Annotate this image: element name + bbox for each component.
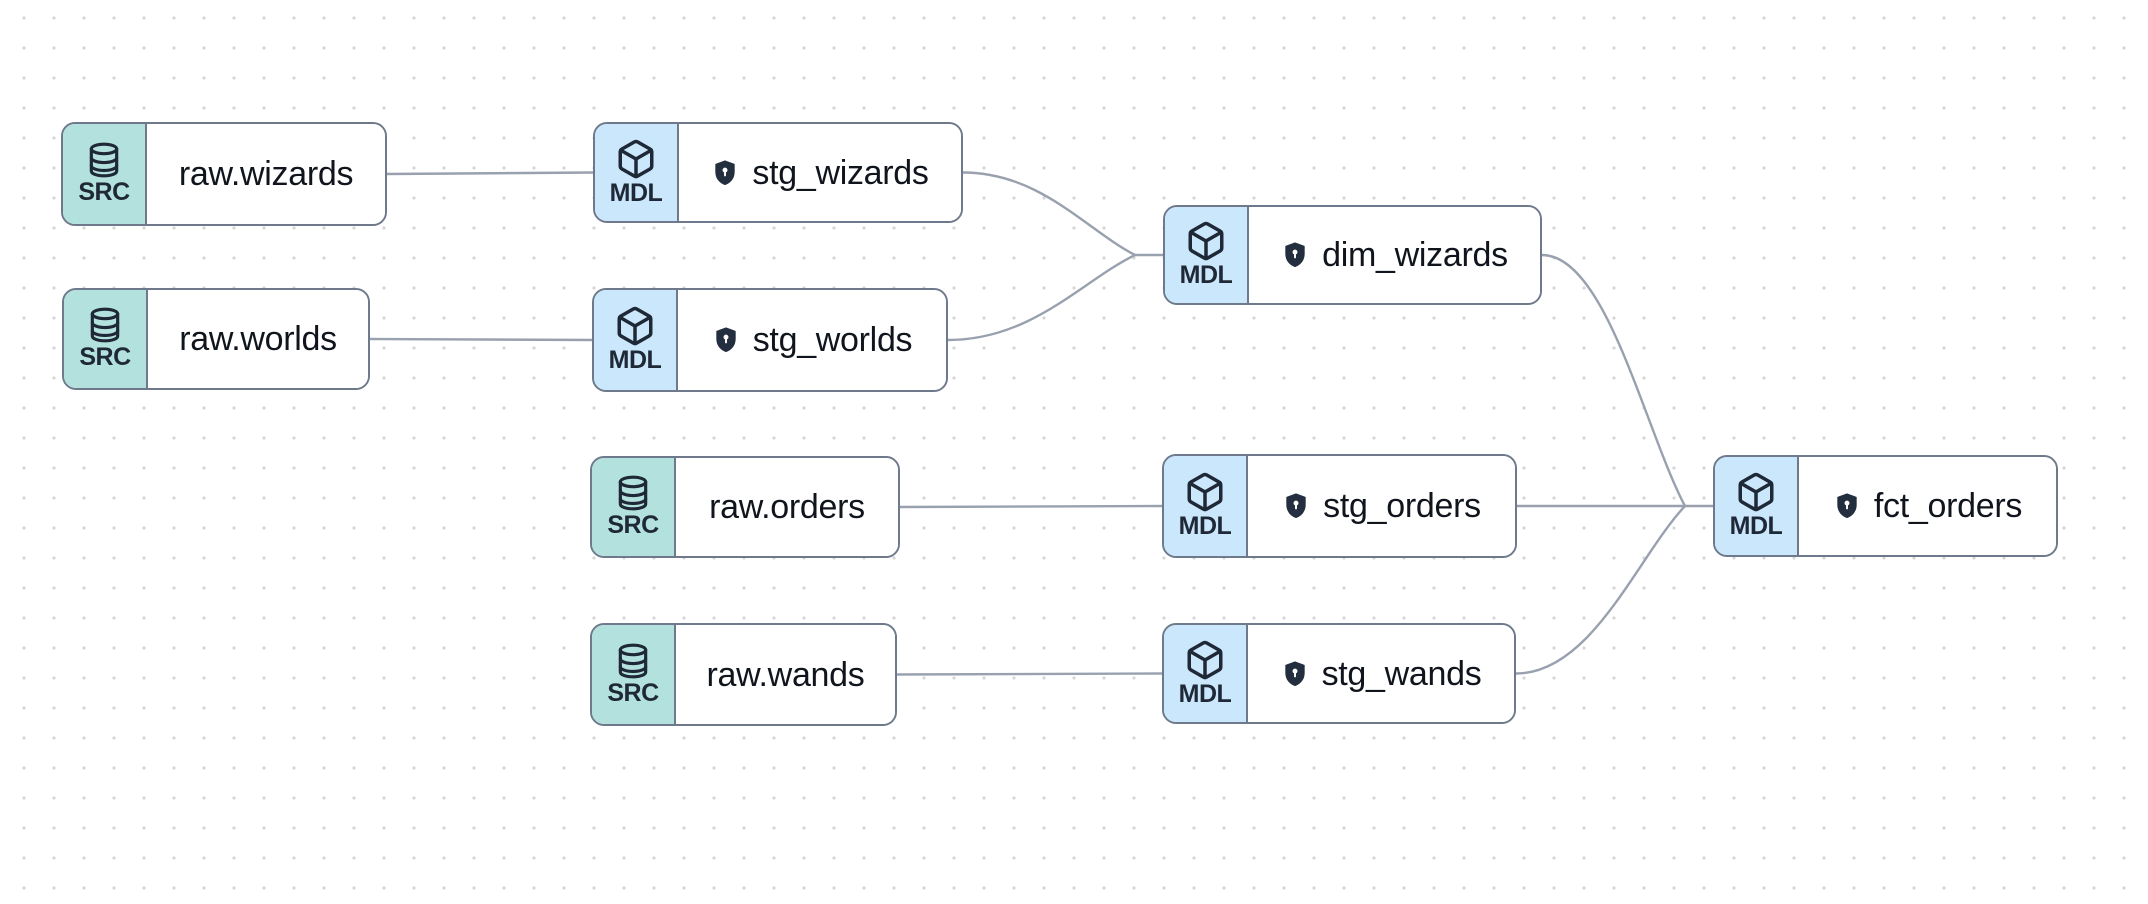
node-body: dim_wizards <box>1249 207 1540 303</box>
lineage-node-fct_orders[interactable]: MDL fct_orders <box>1713 455 2058 557</box>
shield-lock-icon <box>1282 492 1310 520</box>
node-name-label: raw.worlds <box>179 320 337 358</box>
shield-lock-icon <box>711 159 739 187</box>
node-body: stg_wizards <box>679 124 961 221</box>
lineage-node-stg_wizards[interactable]: MDL stg_wizards <box>593 122 963 223</box>
lineage-node-dim_wizards[interactable]: MDL dim_wizards <box>1163 205 1542 305</box>
database-icon <box>614 474 652 512</box>
node-name-label: stg_orders <box>1323 487 1481 525</box>
node-body: stg_wands <box>1248 625 1514 722</box>
node-body: raw.orders <box>676 458 898 556</box>
cube-icon <box>1185 220 1227 262</box>
node-name-label: stg_wizards <box>752 153 929 192</box>
lineage-edge <box>946 253 1137 342</box>
lineage-edge <box>368 337 595 342</box>
node-type-badge: MDL <box>594 290 678 390</box>
node-type-label: MDL <box>1178 512 1232 540</box>
node-type-label: SRC <box>79 343 131 371</box>
lineage-edge <box>1514 504 1687 675</box>
cube-icon <box>1184 639 1226 681</box>
node-body: fct_orders <box>1799 457 2056 555</box>
node-name-label: raw.wands <box>706 655 865 694</box>
node-type-badge: MDL <box>1165 207 1249 303</box>
shield-lock-icon <box>1281 241 1309 269</box>
lineage-node-raw_worlds[interactable]: SRC raw.worlds <box>62 288 370 390</box>
lineage-node-raw_wizards[interactable]: SRC raw.wizards <box>61 122 387 226</box>
cube-icon <box>1184 471 1226 513</box>
cube-icon <box>615 138 657 180</box>
node-type-label: MDL <box>1729 512 1783 540</box>
lineage-edge <box>898 504 1165 509</box>
node-type-badge: SRC <box>592 625 676 724</box>
node-type-label: MDL <box>608 346 662 374</box>
node-body: stg_orders <box>1248 456 1515 556</box>
lineage-node-stg_worlds[interactable]: MDL stg_worlds <box>592 288 948 392</box>
node-type-badge: SRC <box>592 458 676 556</box>
node-body: raw.worlds <box>148 290 368 388</box>
node-type-badge: MDL <box>595 124 679 221</box>
node-type-label: MDL <box>1178 679 1232 708</box>
node-name-label: fct_orders <box>1873 487 2023 525</box>
cube-icon <box>614 305 656 347</box>
node-name-label: raw.orders <box>709 488 865 526</box>
node-name-label: stg_wands <box>1321 654 1482 693</box>
shield-lock-icon <box>1281 660 1309 688</box>
database-icon <box>614 642 652 680</box>
node-name-label: stg_worlds <box>752 321 913 359</box>
shield-lock-icon <box>712 326 740 354</box>
lineage-edge <box>895 672 1165 676</box>
lineage-node-stg_wands[interactable]: MDL stg_wands <box>1162 623 1516 724</box>
node-type-label: SRC <box>78 178 130 206</box>
cube-icon <box>1735 471 1777 513</box>
lineage-edge <box>385 171 596 176</box>
database-icon <box>85 141 123 179</box>
lineage-edge <box>1540 253 1687 508</box>
node-type-label: SRC <box>607 511 659 539</box>
node-type-label: MDL <box>1179 261 1233 289</box>
lineage-edge <box>961 171 1137 257</box>
node-type-badge: MDL <box>1164 456 1248 556</box>
node-type-label: SRC <box>607 678 659 707</box>
node-name-label: dim_wizards <box>1322 236 1508 274</box>
node-body: stg_worlds <box>678 290 946 390</box>
shield-lock-icon <box>1833 492 1861 520</box>
node-body: raw.wands <box>676 625 895 724</box>
lineage-node-raw_wands[interactable]: SRC raw.wands <box>590 623 897 726</box>
lineage-node-raw_orders[interactable]: SRC raw.orders <box>590 456 900 558</box>
node-body: raw.wizards <box>147 124 385 224</box>
node-type-badge: SRC <box>64 290 148 388</box>
node-type-badge: SRC <box>63 124 147 224</box>
database-icon <box>86 306 124 344</box>
node-name-label: raw.wizards <box>178 155 354 193</box>
node-type-badge: MDL <box>1715 457 1799 555</box>
node-type-badge: MDL <box>1164 625 1248 722</box>
node-type-label: MDL <box>609 178 663 207</box>
lineage-node-stg_orders[interactable]: MDL stg_orders <box>1162 454 1517 558</box>
